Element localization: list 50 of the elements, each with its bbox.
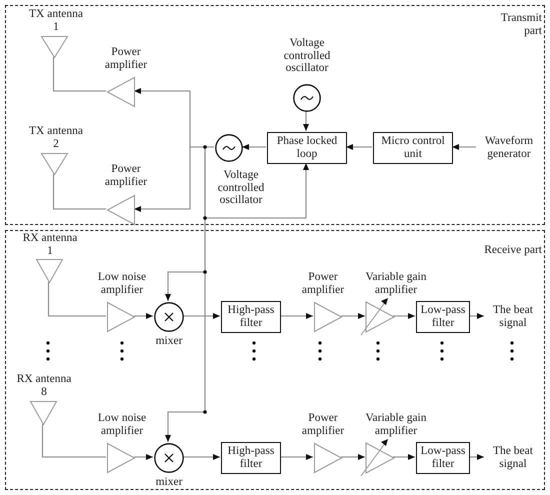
arrow [280, 313, 313, 319]
arrow [393, 454, 415, 460]
arrow [393, 313, 415, 319]
amplifier-label: Variable gain amplifier [364, 270, 428, 298]
arrow [134, 313, 153, 319]
antenna-label: TX antenna 2 [28, 124, 84, 152]
arrow [134, 454, 153, 460]
section-label: Transmit part [500, 11, 542, 39]
mixer-label: mixer [154, 475, 184, 489]
amplifier-label: Low noise amplifier [96, 270, 148, 298]
signal-label: Waveform generator [477, 131, 541, 165]
antenna-label: TX antenna 1 [28, 7, 84, 35]
arrow [452, 144, 476, 150]
antenna-label: RX antenna 1 [22, 231, 78, 259]
oscillator-label: Voltage controlled oscillator [216, 168, 266, 208]
arrow [183, 313, 220, 319]
connector-line [42, 424, 106, 458]
arrow [280, 454, 313, 460]
amplifier-label: Low noise amplifier [96, 411, 148, 439]
arrow [242, 144, 266, 150]
signal-label: The beat signal [485, 302, 541, 332]
arrow [346, 144, 372, 150]
process-box: Phase locked loop [267, 132, 347, 164]
arrow [469, 454, 484, 460]
arrow [165, 146, 214, 442]
process-box: High-pass filter [221, 301, 281, 333]
connector-line [52, 57, 106, 92]
arrow [341, 454, 365, 460]
amplifier-label: Power amplifier [104, 162, 148, 190]
antenna-label: RX antenna 8 [16, 372, 72, 400]
dashed-section-frame [5, 5, 545, 225]
process-box: High-pass filter [221, 442, 281, 474]
arrow [341, 313, 365, 319]
process-box: Micro control unit [373, 132, 453, 164]
arrow [469, 313, 484, 319]
signal-label: The beat signal [485, 443, 541, 473]
mixer-label: mixer [154, 334, 184, 348]
arrow [303, 111, 309, 131]
oscillator-label: Voltage controlled oscillator [282, 36, 332, 76]
amplifier-label: Power amplifier [300, 270, 346, 298]
process-box: Low-pass filter [416, 301, 470, 333]
amplifier-label: Power amplifier [300, 411, 346, 439]
connector-line [52, 174, 106, 210]
amplifier-label: Power amplifier [104, 45, 148, 73]
process-box: Low-pass filter [416, 442, 470, 474]
connector-line [48, 282, 106, 317]
section-label: Receive part [484, 242, 542, 258]
dashed-section-frame [5, 230, 545, 490]
amplifier-label: Variable gain amplifier [364, 411, 428, 439]
arrow [183, 454, 220, 460]
